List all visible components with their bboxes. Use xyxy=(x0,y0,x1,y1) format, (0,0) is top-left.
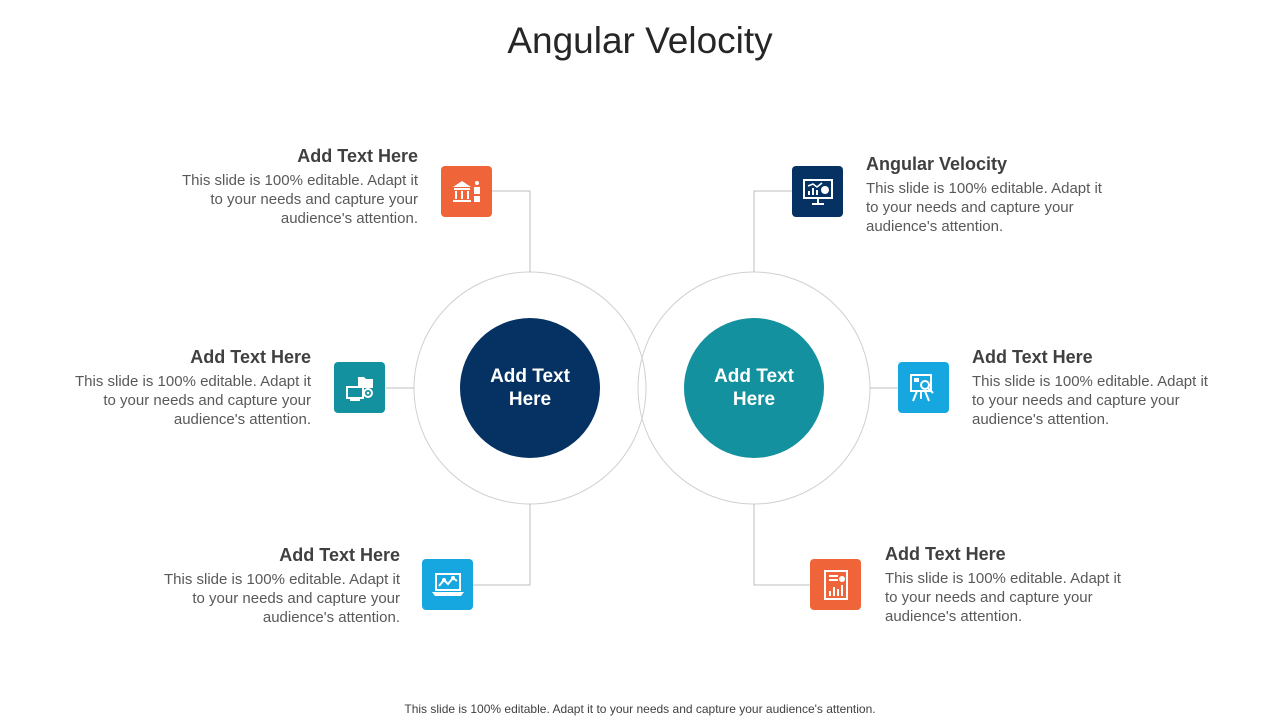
easel-search-icon xyxy=(898,362,949,413)
block-heading: Add Text Here xyxy=(297,146,418,166)
block-heading: Add Text Here xyxy=(190,347,311,367)
block-heading: Add Text Here xyxy=(972,347,1093,367)
center-left-label: Add Text Here xyxy=(490,366,570,410)
connector-bottom-right xyxy=(753,504,810,586)
block-body: This slide is 100% editable. Adapt it to… xyxy=(866,180,1102,235)
block-body: This slide is 100% editable. Adapt it to… xyxy=(182,172,418,227)
text-block-bottom-left: Add Text Here This slide is 100% editabl… xyxy=(150,545,400,627)
block-body: This slide is 100% editable. Adapt it to… xyxy=(885,570,1121,625)
footer-note: This slide is 100% editable. Adapt it to… xyxy=(404,702,876,716)
center-circle-right: Add Text Here xyxy=(684,318,824,458)
connector-bottom-left xyxy=(473,504,531,586)
block-body: This slide is 100% editable. Adapt it to… xyxy=(75,373,311,428)
text-block-mid-left: Add Text Here This slide is 100% editabl… xyxy=(61,347,311,429)
center-right-label: Add Text Here xyxy=(714,366,794,410)
text-block-bottom-right: Add Text Here This slide is 100% editabl… xyxy=(885,544,1135,626)
presentation-board-icon xyxy=(792,166,843,217)
text-block-top-left: Add Text Here This slide is 100% editabl… xyxy=(168,146,418,228)
report-document-icon xyxy=(810,559,861,610)
block-heading: Add Text Here xyxy=(279,545,400,565)
text-block-mid-right: Add Text Here This slide is 100% editabl… xyxy=(972,347,1222,429)
text-block-top-right: Angular Velocity This slide is 100% edit… xyxy=(866,154,1116,236)
laptop-analytics-icon xyxy=(422,559,473,610)
computer-folder-gear-icon xyxy=(334,362,385,413)
block-heading: Add Text Here xyxy=(885,544,1006,564)
block-body: This slide is 100% editable. Adapt it to… xyxy=(164,571,400,626)
block-body: This slide is 100% editable. Adapt it to… xyxy=(972,373,1208,428)
block-heading: Angular Velocity xyxy=(866,154,1008,174)
connector-top-right xyxy=(753,190,792,272)
slide-title: Angular Velocity xyxy=(507,20,773,61)
center-circle-left: Add Text Here xyxy=(460,318,600,458)
bank-building-icon xyxy=(441,166,492,217)
connector-top-left xyxy=(492,190,531,272)
